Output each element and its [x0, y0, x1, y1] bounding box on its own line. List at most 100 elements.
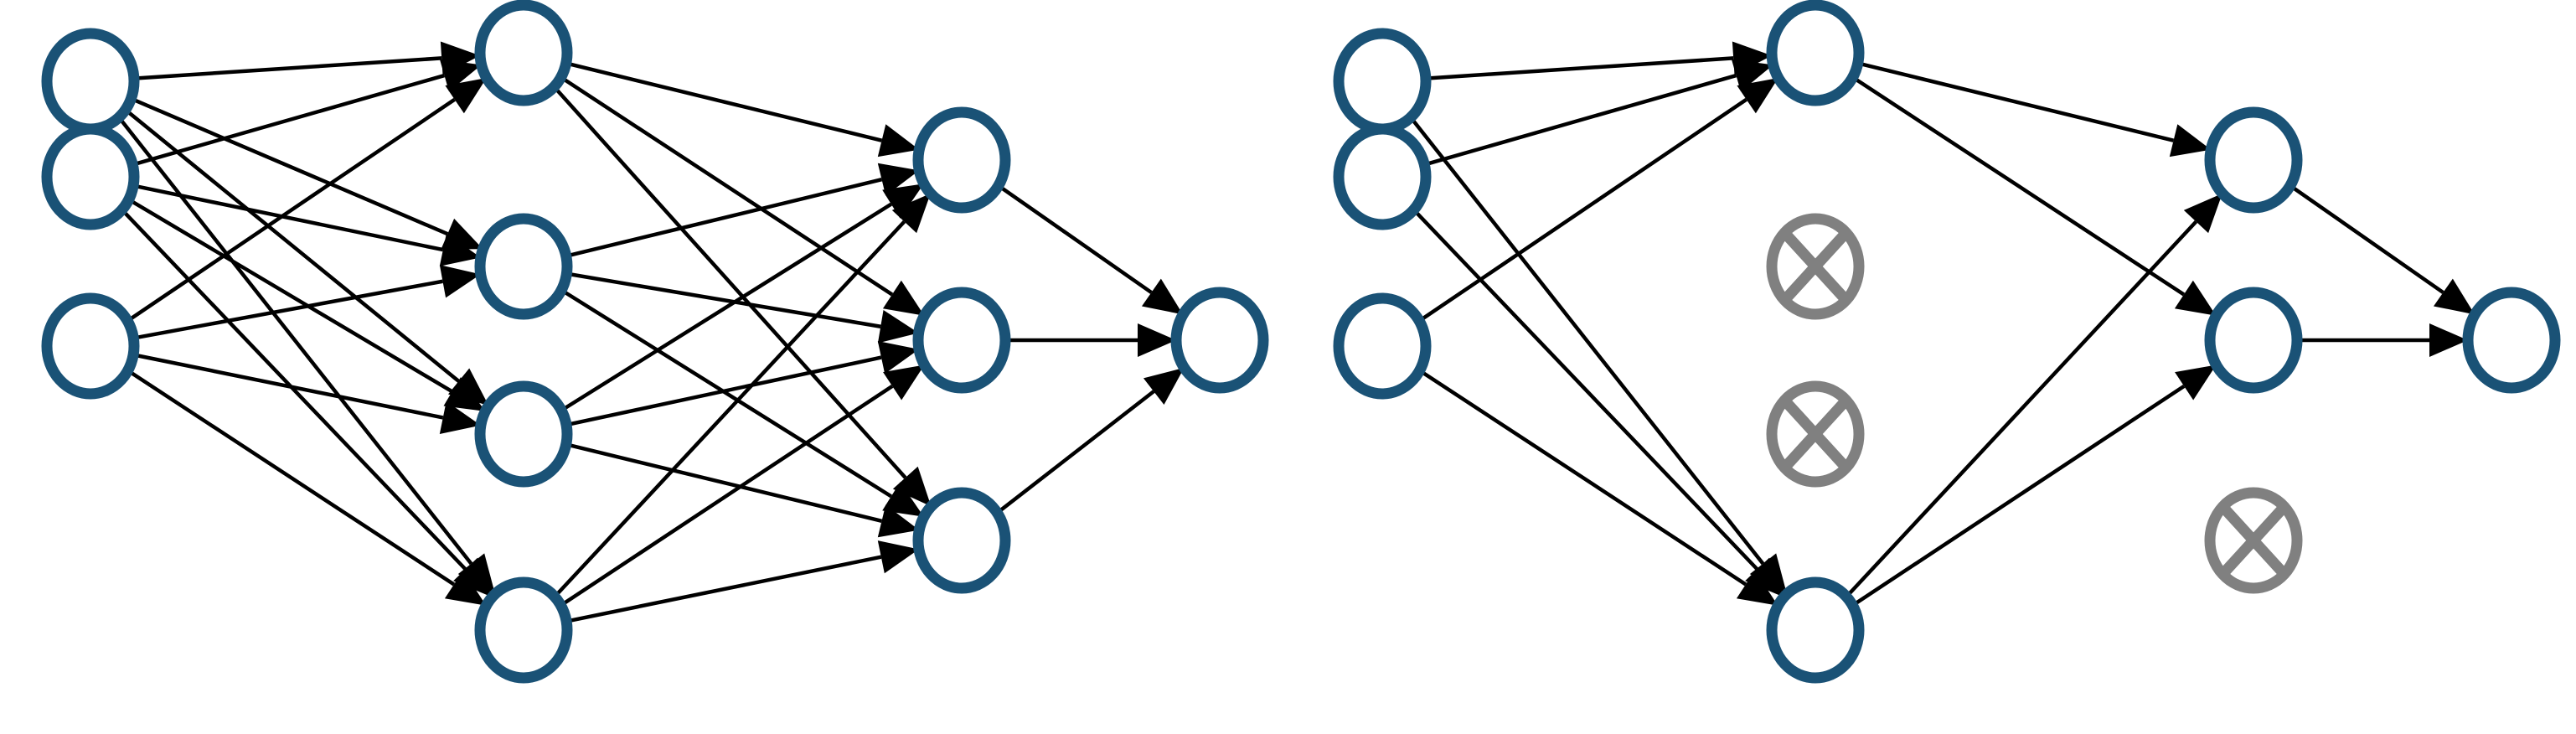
- arrowhead-icon: [439, 233, 481, 266]
- network-unit[interactable]: [474, 0, 573, 106]
- connection-line: [1412, 208, 1759, 571]
- connection-line: [1423, 73, 1737, 167]
- arrowhead-icon: [444, 570, 487, 606]
- unit-circle: [1766, 576, 1865, 684]
- network-unit[interactable]: [474, 576, 573, 684]
- connection-line: [565, 555, 882, 623]
- dropped-unit[interactable]: [2204, 487, 2303, 594]
- dropped-unit[interactable]: [1766, 213, 1865, 320]
- unit-circle: [474, 213, 573, 320]
- connection-line: [117, 116, 473, 566]
- arrowhead-icon: [892, 466, 932, 507]
- arrowhead-icon: [882, 280, 925, 316]
- network-unit[interactable]: [2204, 287, 2303, 394]
- network-unit[interactable]: [2204, 106, 2303, 214]
- arrowhead-icon: [2174, 280, 2217, 316]
- network-unit[interactable]: [1333, 123, 1432, 230]
- network-unit[interactable]: [474, 380, 573, 488]
- network-unit[interactable]: [1766, 576, 1865, 684]
- connection-line: [1857, 61, 2175, 142]
- arrowhead-icon: [2175, 364, 2217, 401]
- network-unit[interactable]: [1766, 0, 1865, 106]
- connection-line: [565, 355, 882, 427]
- network-unit[interactable]: [41, 28, 140, 135]
- arrowhead-icon: [1737, 77, 1778, 114]
- arrowhead-icon: [1141, 278, 1184, 315]
- unit-circle: [1333, 28, 1432, 135]
- unit-circle: [1170, 287, 1269, 394]
- network-unit[interactable]: [1333, 292, 1432, 400]
- connection-line: [560, 202, 893, 412]
- network-unit[interactable]: [1170, 287, 1269, 394]
- connection-line: [1425, 56, 1734, 80]
- network-unit[interactable]: [41, 292, 140, 400]
- unit-circle: [474, 380, 573, 488]
- unit-circle: [912, 487, 1011, 594]
- connection-line: [130, 96, 449, 236]
- connection-line: [126, 97, 456, 323]
- connection-line: [997, 184, 1153, 294]
- arrowhead-icon: [445, 77, 487, 114]
- unit-circle: [474, 576, 573, 684]
- unit-circle: [1333, 123, 1432, 230]
- connection-line: [132, 279, 443, 340]
- arrowhead-icon: [443, 377, 486, 411]
- cross-out-icon: [2218, 503, 2289, 578]
- network-unit[interactable]: [912, 287, 1011, 394]
- network-unit[interactable]: [1333, 28, 1432, 135]
- network-unit[interactable]: [2462, 287, 2561, 394]
- connection-line: [566, 271, 881, 328]
- arrowhead-icon: [1736, 570, 1778, 606]
- arrowhead-icon: [877, 163, 920, 196]
- connection-line: [126, 369, 456, 587]
- connection-line: [1851, 384, 2186, 607]
- connection-line: [553, 220, 906, 598]
- arrowhead-icon: [1745, 557, 1784, 597]
- connection-line: [1851, 75, 2186, 297]
- cross-out-icon: [1780, 396, 1851, 472]
- connection-line: [132, 184, 444, 252]
- network-unit[interactable]: [912, 487, 1011, 594]
- arrowhead-icon: [877, 341, 919, 375]
- arrowheads-group: [439, 41, 2475, 606]
- connection-line: [996, 390, 1155, 514]
- arrowhead-icon: [1731, 59, 1773, 92]
- unit-circle: [41, 123, 140, 230]
- arrowhead-icon: [882, 482, 924, 517]
- connection-line: [560, 384, 894, 607]
- connection-line: [565, 177, 883, 258]
- connection-line: [1417, 97, 1747, 323]
- unit-circle: [41, 28, 140, 135]
- unit-circle: [1766, 0, 1865, 106]
- arrowhead-icon: [877, 540, 919, 574]
- connection-line: [1409, 116, 1765, 566]
- arrowhead-icon: [1143, 367, 1185, 405]
- connection-line: [2289, 184, 2444, 294]
- connection-line: [133, 56, 442, 80]
- unit-circle: [912, 287, 1011, 394]
- arrowhead-icon: [2433, 278, 2475, 315]
- unit-circle: [912, 106, 1011, 214]
- connection-line: [132, 73, 446, 167]
- connection-line: [565, 442, 883, 524]
- unit-circle: [2462, 287, 2561, 394]
- network-unit[interactable]: [474, 213, 573, 320]
- network-unit[interactable]: [41, 123, 140, 230]
- unit-circle: [41, 292, 140, 400]
- network-unit[interactable]: [912, 106, 1011, 214]
- connection-line: [552, 85, 907, 479]
- unit-circle: [474, 0, 573, 106]
- arrowhead-icon: [453, 557, 493, 597]
- arrowhead-icon: [2429, 323, 2468, 357]
- connection-line: [565, 61, 883, 142]
- connection-line: [1845, 220, 2198, 598]
- arrowhead-icon: [2169, 124, 2212, 158]
- arrowhead-icon: [891, 193, 931, 234]
- edges-group: [117, 56, 2444, 623]
- connection-line: [132, 353, 444, 420]
- unit-circle: [1333, 292, 1432, 400]
- unit-circle: [2204, 106, 2303, 214]
- arrowhead-icon: [439, 265, 481, 298]
- dropped-unit[interactable]: [1766, 380, 1865, 488]
